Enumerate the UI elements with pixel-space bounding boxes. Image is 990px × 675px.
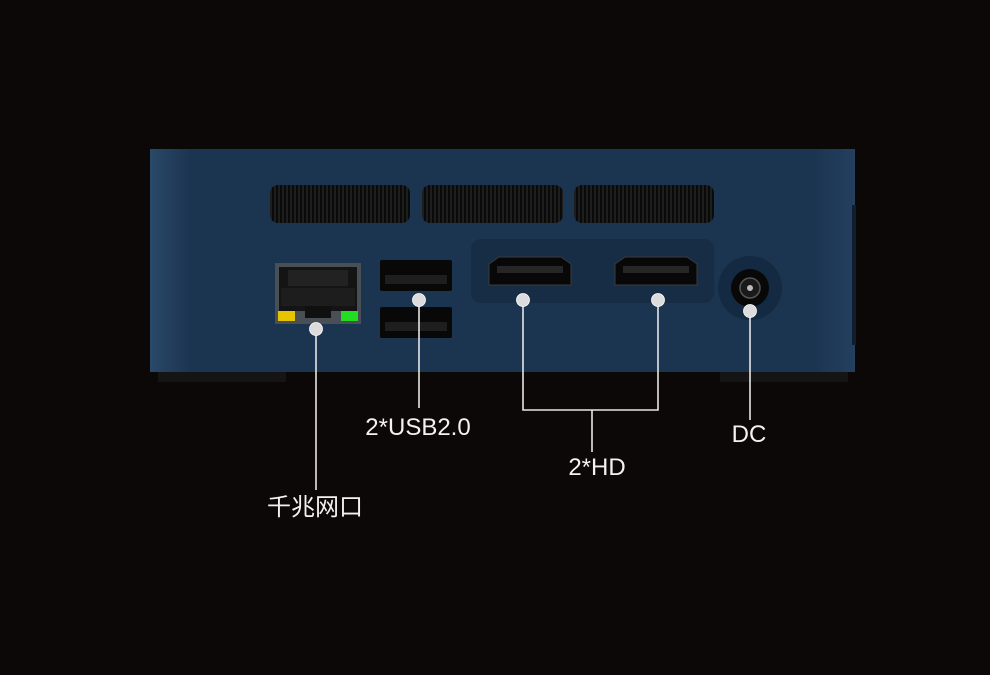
leader-lines bbox=[315, 300, 751, 490]
callout-dots bbox=[309, 293, 757, 336]
dc-power-jack-icon bbox=[718, 256, 782, 320]
left-foot bbox=[158, 370, 286, 382]
dc-label: DC bbox=[731, 421, 767, 448]
vent-grille-right bbox=[574, 185, 714, 223]
hd-dot-1 bbox=[516, 293, 530, 307]
dc-dot bbox=[743, 304, 757, 318]
hd-label: 2*HD bbox=[568, 454, 626, 481]
vent-grille-middle bbox=[422, 185, 563, 223]
hd-dot-2 bbox=[651, 293, 665, 307]
led-yellow bbox=[278, 311, 295, 321]
usb-port-icon bbox=[380, 260, 452, 338]
hdmi-port-icon bbox=[488, 256, 698, 286]
led-green bbox=[341, 311, 358, 321]
ethernet-port-icon bbox=[275, 263, 361, 324]
hd-leader-bracket bbox=[522, 300, 659, 411]
usb-label: 2*USB2.0 bbox=[365, 414, 471, 441]
lan-label: 千兆网口 bbox=[267, 494, 363, 521]
lan-dot bbox=[309, 322, 323, 336]
chassis-right-edge bbox=[852, 205, 856, 345]
right-foot bbox=[720, 370, 848, 382]
vent-grille-left bbox=[270, 185, 410, 223]
hdmi-recess bbox=[471, 239, 714, 303]
usb-dot bbox=[412, 293, 426, 307]
